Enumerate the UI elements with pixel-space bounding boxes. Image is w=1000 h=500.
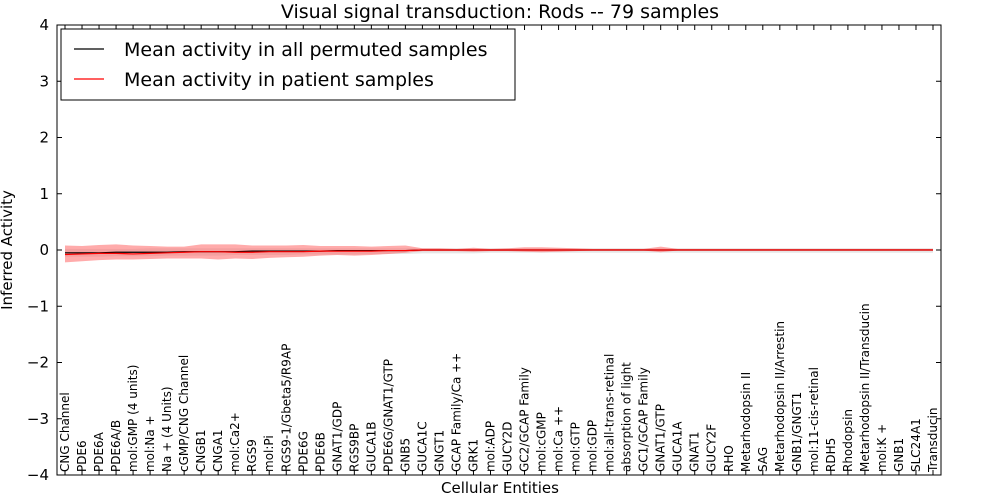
chart-title: Visual signal transduction: Rods -- 79 s…	[281, 1, 719, 23]
x-category-label: GNB1/GNGT1	[790, 392, 804, 472]
x-category-label: GC2/GCAP Family	[518, 367, 532, 472]
x-category-label: GUCA1A	[671, 421, 685, 472]
y-tick-label: −4	[27, 466, 49, 484]
x-category-label: Metarhodopsin II/Transducin	[858, 303, 872, 472]
x-category-label: PDE6B	[313, 432, 327, 472]
x-category-label: mol:ADP	[483, 421, 497, 472]
series-lines	[64, 249, 933, 256]
x-category-label: CNG Channel	[58, 392, 72, 472]
x-category-label: mol:K +	[875, 424, 889, 472]
x-category-label: GNAT1/GDP	[330, 402, 344, 472]
x-category-label: cGMP/CNG Channel	[177, 355, 191, 472]
x-category-label: mol:cGMP	[535, 412, 549, 472]
y-axis-label: Inferred Activity	[0, 190, 16, 310]
x-category-label: GUCA1C	[415, 421, 429, 472]
y-tick-label: −1	[27, 297, 49, 315]
x-category-label: PDE6A/B	[109, 420, 123, 472]
x-category-label: mol:Na +	[143, 415, 157, 472]
x-category-label: GCAP Family/Ca ++	[449, 353, 463, 472]
x-category-label: Rhodopsin	[841, 409, 855, 472]
x-category-label: GNB5	[398, 438, 412, 472]
x-category-label: CNGB1	[194, 429, 208, 472]
x-category-label: mol:GMP (4 units)	[126, 365, 140, 472]
x-category-label: RHO	[722, 445, 736, 472]
x-category-label: GUCY2F	[705, 424, 719, 472]
legend-box	[60, 28, 516, 101]
x-category-label: GNAT1	[688, 431, 702, 472]
x-category-label: PDE6	[75, 440, 89, 472]
x-category-label: RGS9-1/Gbeta5/R9AP	[279, 344, 293, 472]
x-category-label: mol:Ca ++	[552, 406, 566, 472]
y-tick-label: 4	[39, 16, 49, 34]
y-tick-label: 1	[39, 185, 49, 203]
x-category-label: Na + (4 Units)	[160, 386, 174, 472]
y-tick-label: 2	[39, 129, 49, 147]
x-category-label: GNB1	[892, 438, 906, 472]
x-axis-label: Cellular Entities	[441, 479, 559, 497]
x-category-label: absorption of light	[620, 362, 634, 472]
x-category-label: SLC24A1	[909, 418, 923, 472]
x-category-label: PDE6G/GNAT1/GTP	[381, 359, 395, 472]
x-category-label: RGS9	[245, 439, 259, 472]
band-series-1	[65, 244, 933, 263]
x-category-label: RGS9BP	[347, 424, 361, 472]
x-category-label: GNAT1/GTP	[654, 404, 668, 472]
x-category-label: GC1/GCAP Family	[637, 367, 651, 472]
legend: Mean activity in all permuted samples Me…	[60, 28, 516, 101]
x-category-label: RDH5	[824, 438, 838, 472]
y-tick-label: −2	[27, 354, 49, 372]
y-tick-label: −3	[27, 410, 49, 428]
line-series-1	[64, 249, 933, 256]
x-category-label: mol:GDP	[586, 420, 600, 472]
x-category-label: mol:11-cis-retinal	[807, 367, 821, 472]
x-category-label: mol:all-trans-retinal	[603, 354, 617, 472]
legend-label-permuted: Mean activity in all permuted samples	[124, 39, 487, 61]
x-category-label: SAG	[756, 447, 770, 472]
y-axis: 4 3 2 1 0 −1 −2 −3 −4	[27, 16, 941, 484]
x-category-label: GUCA1B	[364, 421, 378, 472]
x-category-label: Metarhodopsin II/Arrestin	[773, 321, 787, 472]
x-category-label: CNGA1	[211, 430, 225, 473]
x-category-label: GRK1	[466, 439, 480, 472]
x-category-label: Metarhodopsin II	[739, 372, 753, 472]
confidence-bands	[65, 244, 933, 263]
x-category-label: mol:GTP	[569, 422, 583, 472]
legend-label-patient: Mean activity in patient samples	[124, 69, 434, 91]
y-tick-label: 0	[39, 241, 49, 259]
x-category-label: PDE6G	[296, 431, 310, 472]
y-tick-label: 3	[39, 72, 49, 90]
x-category-label: mol:Ca2+	[228, 412, 242, 472]
x-category-label: GUCY2D	[501, 422, 515, 472]
x-category-label: GNGT1	[432, 430, 446, 472]
x-category-label: mol:Pi	[262, 435, 276, 472]
x-category-label: PDE6A	[92, 431, 106, 472]
x-category-label: Transducin	[926, 408, 940, 473]
